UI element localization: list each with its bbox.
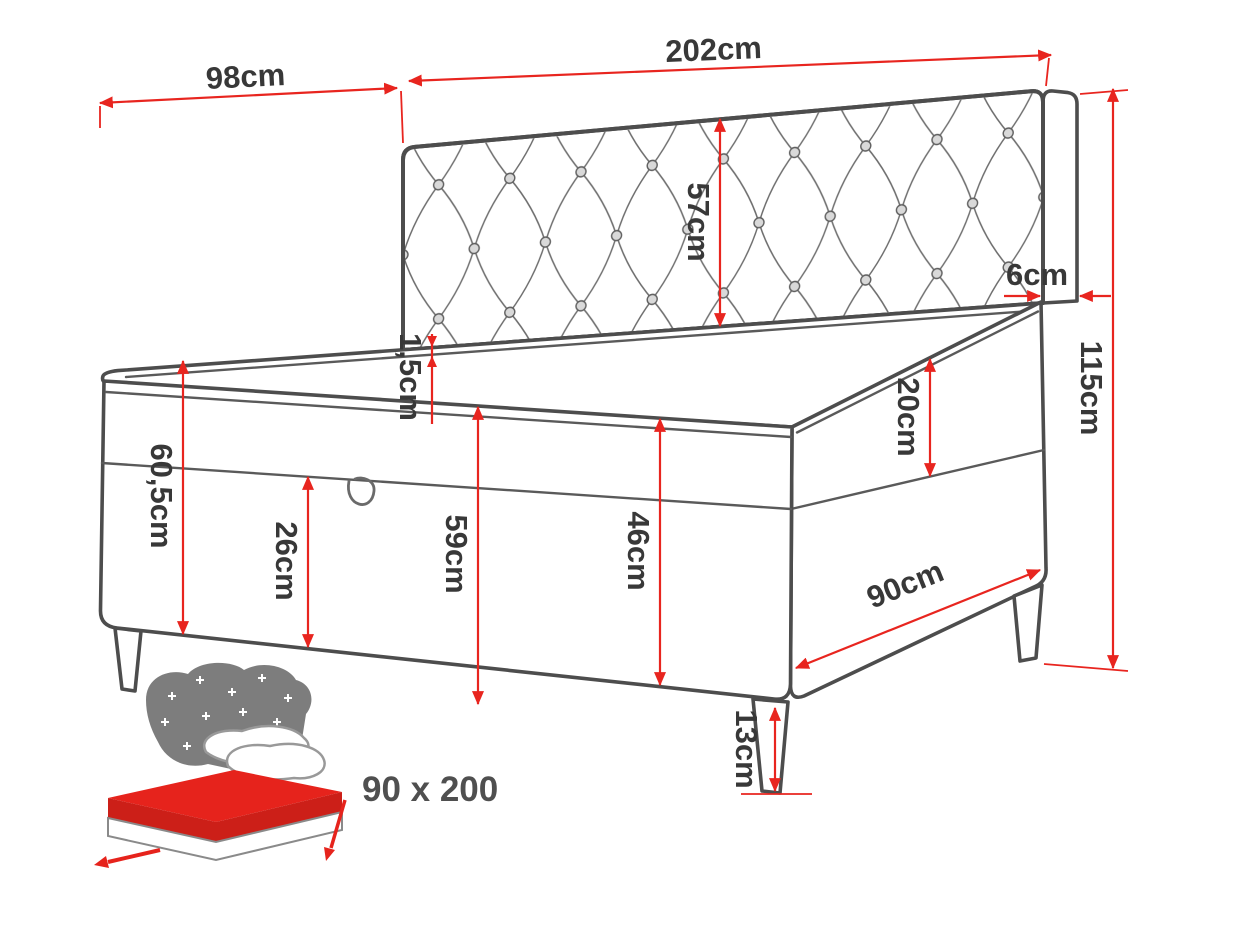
icon-mattress-top	[108, 770, 342, 822]
dim-label-46: 46cm	[621, 511, 656, 590]
mattress-base-seam-right	[789, 448, 1046, 511]
headboard-side-strip	[1041, 89, 1079, 305]
dim-ext-115-top	[1079, 89, 1129, 95]
dim-label-26: 26cm	[269, 521, 304, 600]
dim-label-59: 59cm	[439, 514, 474, 593]
icon-length-arrow-line	[329, 799, 347, 849]
headboard-outline	[401, 89, 1045, 352]
size-icon: 90 x 200	[94, 662, 498, 868]
size-label: 90 x 200	[362, 770, 498, 809]
topper-seam-front	[104, 390, 793, 439]
dim-ext-202-left	[400, 90, 404, 144]
leg-back-right	[1012, 583, 1044, 663]
dim-line-98	[98, 82, 399, 109]
dim-arrow-1-5-up	[427, 356, 437, 367]
dimension-annotations: 98cm 202cm 57cm 6cm 115cm 1,5cm 60,5cm 2…	[98, 30, 1129, 795]
dim-label-13: 13cm	[729, 709, 764, 788]
icon-width-arrow-head	[94, 856, 109, 868]
storage-handle	[347, 476, 376, 506]
dim-label-60-5: 60,5cm	[144, 443, 179, 548]
dim-label-1-5: 1,5cm	[393, 333, 428, 421]
dim-label-98: 98cm	[205, 57, 286, 96]
icon-mattress-front-left	[108, 798, 216, 842]
dim-label-115: 115cm	[1074, 341, 1109, 436]
icon-length-arrow-head	[324, 847, 335, 861]
dim-ext-115-bottom	[1043, 663, 1129, 672]
dim-label-20: 20cm	[891, 377, 926, 456]
leg-front-left	[113, 626, 143, 693]
icon-base	[107, 810, 343, 862]
icon-width-arrow-line	[107, 848, 161, 864]
mattress-base-seam-front	[100, 461, 793, 511]
icon-mattress-front-right	[216, 792, 342, 842]
dim-line-202	[407, 49, 1053, 87]
topper-seam-back	[124, 309, 1039, 379]
dim-label-202: 202cm	[665, 30, 763, 69]
dim-arrow-1-5-down	[427, 336, 437, 347]
topper-seam-right	[795, 310, 1040, 434]
dim-label-6: 6cm	[1006, 257, 1068, 292]
dim-label-57: 57cm	[681, 182, 716, 261]
dim-line-90	[794, 568, 1042, 670]
dim-ext-202-right	[1045, 57, 1050, 87]
